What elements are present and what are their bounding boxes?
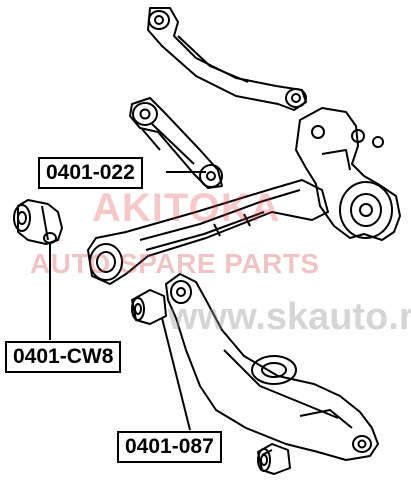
label-0401-087: 0401-087 (117, 431, 222, 463)
leader-line-022 (141, 128, 161, 151)
upper-arm (129, 97, 223, 189)
lower-arm (165, 273, 379, 461)
trailing-arm (87, 179, 329, 285)
knuckle-bushing (13, 199, 63, 245)
label-0401-022: 0401-022 (38, 157, 143, 189)
label-0401-cw8: 0401-CW8 (5, 341, 122, 373)
leader-line-087 (161, 317, 191, 431)
lower-arm-bushing (131, 289, 167, 325)
lower-arm-end-bushing (257, 443, 291, 475)
upper-link-top (147, 7, 307, 111)
leader-line-087b (261, 449, 273, 456)
